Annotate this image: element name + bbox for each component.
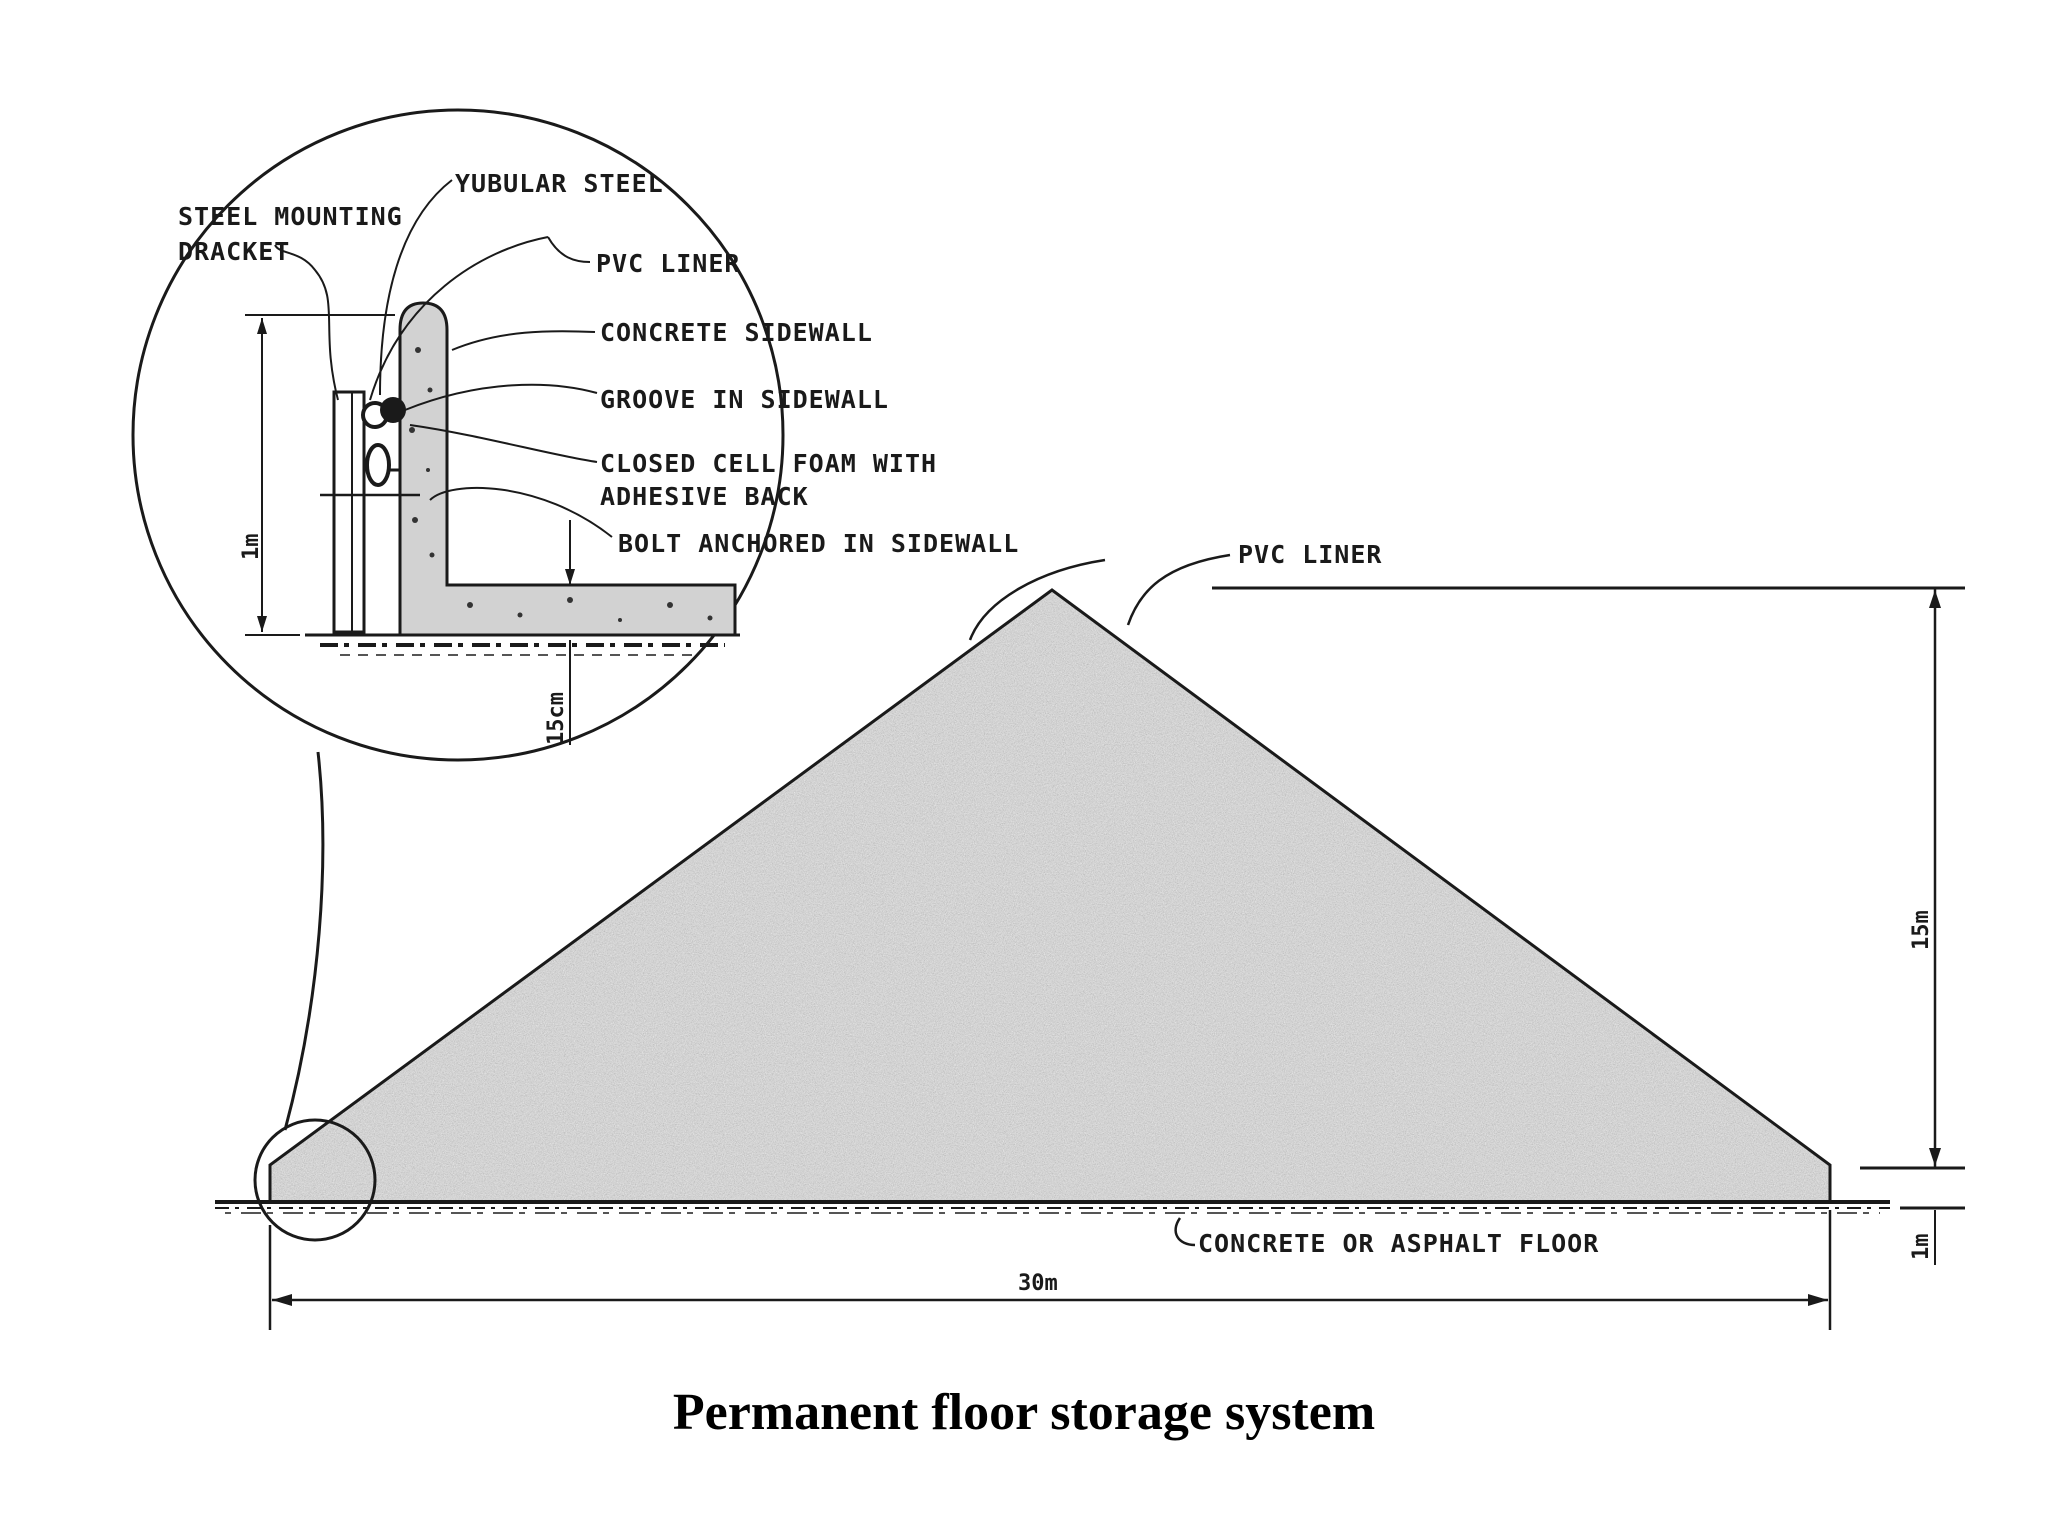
bolt-loop — [365, 443, 391, 487]
mounting-bracket-label-2: DRACKET — [178, 237, 290, 266]
foam-label-2: ADHESIVE BACK — [600, 482, 809, 511]
floor-label: CONCRETE OR ASPHALT FLOOR — [1198, 1229, 1599, 1258]
height-dimension: 15m 1m — [1212, 586, 1965, 1265]
detail-marker-circle — [253, 1118, 377, 1242]
groove-label: GROOVE IN SIDEWALL — [600, 385, 889, 414]
width-dimension: 30m — [268, 1210, 1832, 1330]
detail-connector — [283, 751, 325, 1131]
foam-groove — [380, 397, 406, 423]
pvc-liner-label: PVC LINER — [1238, 540, 1382, 569]
pile-height-label: 15m — [1909, 910, 1934, 950]
figure-caption: Permanent floor storage system — [672, 1384, 1376, 1441]
floor — [215, 1200, 1890, 1214]
detail-wall-height: 1m — [239, 534, 264, 561]
detail-footing-depth: 15cm — [544, 692, 569, 745]
tubular-steel-label: YUBULAR STEEL — [455, 169, 664, 198]
width-label: 30m — [1018, 1271, 1058, 1296]
bolt-label: BOLT ANCHORED IN SIDEWALL — [618, 529, 1019, 558]
pvc-liner-detail-label: PVC LINER — [596, 249, 740, 278]
floor-leader: CONCRETE OR ASPHALT FLOOR — [1174, 1217, 1599, 1258]
pvc-liner-leader: PVC LINER — [968, 540, 1382, 641]
foam-label-1: CLOSED CELL FOAM WITH — [600, 449, 937, 478]
detail-view: 1m 15cm YUBULAR STEEL STEEL MOUNTING DRA… — [131, 108, 1019, 762]
wall-height-label: 1m — [1909, 1234, 1934, 1261]
steel-mounting-bracket — [332, 390, 366, 634]
concrete-sidewall-label: CONCRETE SIDEWALL — [600, 318, 873, 347]
mounting-bracket-label-1: STEEL MOUNTING — [178, 202, 403, 231]
